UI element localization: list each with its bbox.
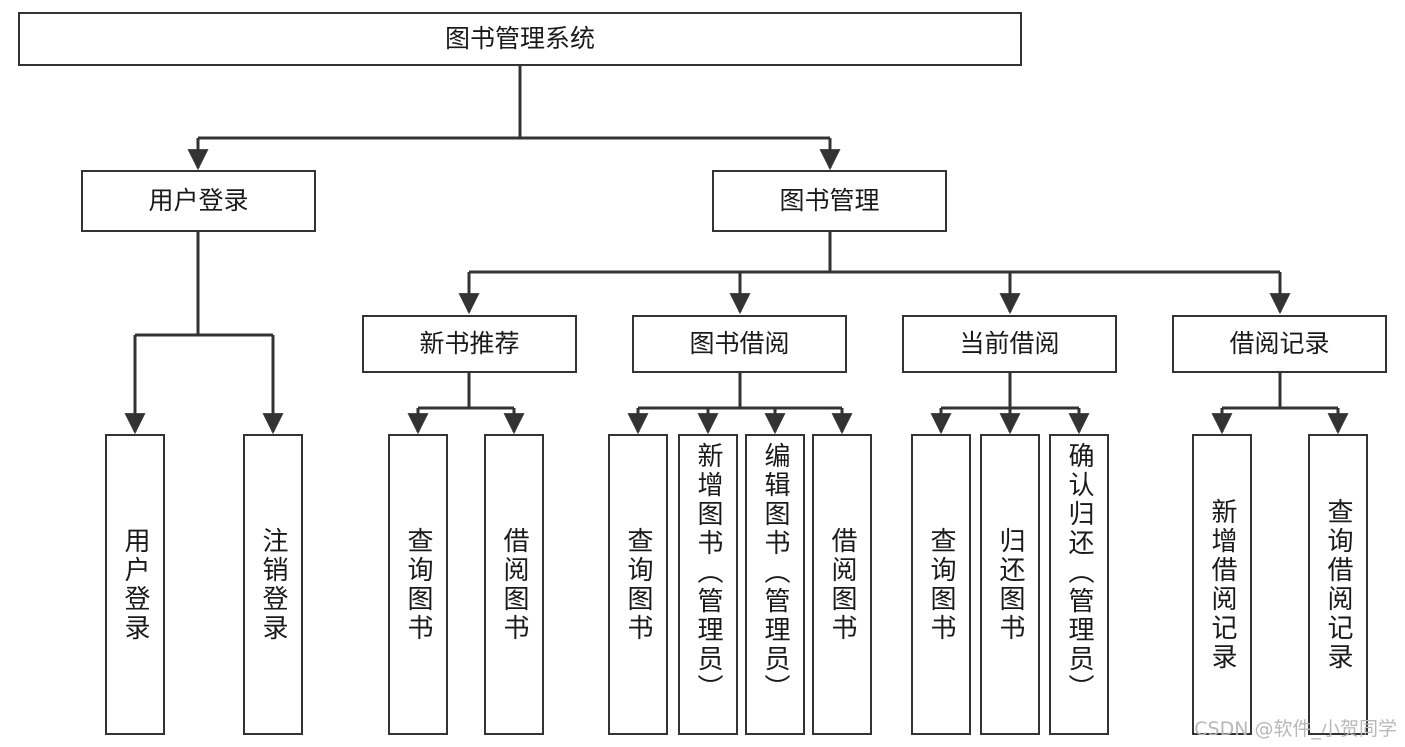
node-book-manage[interactable]: 图书管理 [712,170,947,232]
node-leaf-borrow-book-1-label: 借阅图书 [499,526,529,643]
node-root-label: 图书管理系统 [444,24,595,54]
node-borrow-record[interactable]: 借阅记录 [1172,315,1387,373]
node-user-login[interactable]: 用户登录 [81,170,316,232]
node-leaf-edit-book[interactable]: 编辑图书（管理员） [745,434,805,735]
node-root[interactable]: 图书管理系统 [18,12,1022,66]
watermark-text: CSDN @软件_小贺同学 [1194,718,1397,740]
node-leaf-add-record[interactable]: 新增借阅记录 [1192,434,1252,735]
node-leaf-borrow-book-2-label: 借阅图书 [827,526,857,643]
node-current-borrow-label: 当前借阅 [959,329,1060,359]
node-borrow-record-label: 借阅记录 [1229,329,1330,359]
node-leaf-user-login[interactable]: 用户登录 [105,434,165,735]
node-leaf-confirm-return-label: 确认归还（管理员） [1064,442,1094,703]
node-leaf-add-record-label: 新增借阅记录 [1207,497,1237,672]
node-leaf-confirm-return[interactable]: 确认归还（管理员） [1049,434,1109,735]
node-leaf-user-logout[interactable]: 注销登录 [243,434,303,735]
node-leaf-user-login-label: 用户登录 [120,526,150,643]
node-leaf-query-book-2-label: 查询图书 [623,526,653,643]
node-leaf-query-book-3[interactable]: 查询图书 [911,434,971,735]
node-leaf-return-book-label: 归还图书 [995,526,1025,643]
node-leaf-query-record[interactable]: 查询借阅记录 [1308,434,1368,735]
node-new-book-recommend-label: 新书推荐 [419,329,520,359]
node-leaf-query-book-2[interactable]: 查询图书 [608,434,668,735]
node-leaf-query-book-3-label: 查询图书 [926,526,956,643]
node-new-book-recommend[interactable]: 新书推荐 [362,315,577,373]
node-leaf-query-book-1[interactable]: 查询图书 [388,434,448,735]
node-leaf-borrow-book-1[interactable]: 借阅图书 [484,434,544,735]
node-leaf-add-book[interactable]: 新增图书（管理员） [678,434,738,735]
node-leaf-return-book[interactable]: 归还图书 [980,434,1040,735]
node-book-manage-label: 图书管理 [779,186,880,216]
node-leaf-query-record-label: 查询借阅记录 [1323,497,1353,672]
node-leaf-query-book-1-label: 查询图书 [403,526,433,643]
node-book-borrow[interactable]: 图书借阅 [632,315,847,373]
node-user-login-label: 用户登录 [148,186,249,216]
node-leaf-user-logout-label: 注销登录 [258,526,288,643]
node-leaf-add-book-label: 新增图书（管理员） [693,442,723,703]
node-leaf-edit-book-label: 编辑图书（管理员） [760,442,790,703]
node-current-borrow[interactable]: 当前借阅 [902,315,1117,373]
node-leaf-borrow-book-2[interactable]: 借阅图书 [812,434,872,735]
node-book-borrow-label: 图书借阅 [689,329,790,359]
